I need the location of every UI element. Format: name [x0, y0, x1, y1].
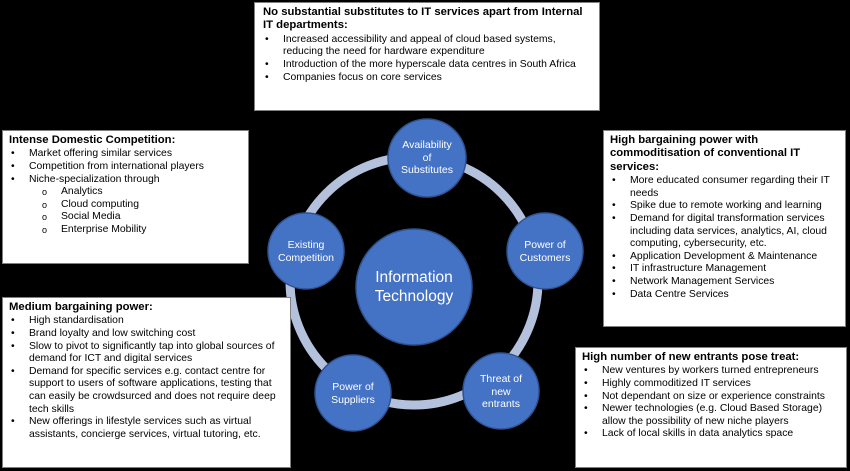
customers-textbox: High bargaining power with commoditisati…	[603, 130, 846, 327]
list-item: Demand for specific services e.g. contac…	[9, 366, 284, 416]
list-item: Niche-specialization through	[9, 174, 242, 187]
new-entrants-title: High number of new entrants pose treat:	[582, 351, 800, 363]
list-item: Social Media	[9, 211, 242, 224]
substitutes-list: Increased accessibility and appeal of cl…	[263, 34, 593, 84]
competition-list: Market offering similar services Competi…	[9, 148, 242, 186]
substitutes-line-1: Availability	[402, 139, 452, 152]
list-item: Demand for digital transformation servic…	[610, 213, 839, 251]
substitutes-label: Availability of Substitutes	[392, 138, 462, 178]
center-circle	[355, 228, 473, 346]
list-item: Data Centre Services	[610, 289, 839, 302]
competition-line-1: Existing	[287, 239, 325, 251]
list-item: Cloud computing	[9, 199, 242, 212]
substitutes-line-2: of	[422, 151, 432, 164]
node-new-entrants	[462, 352, 540, 430]
new-entrants-label: Threat of new entrants	[467, 372, 535, 412]
list-item: More educated consumer regarding their I…	[610, 175, 839, 200]
list-item: Companies focus on core services	[263, 72, 593, 85]
customers-line-2: Customers	[519, 251, 571, 264]
list-item: Lack of local skills in data analytics s…	[582, 428, 840, 441]
competition-textbox: Intense Domestic Competition: Market off…	[2, 130, 249, 264]
list-item: Analytics	[9, 186, 242, 199]
competition-line-2: Competition	[277, 251, 335, 264]
customers-line-1: Power of	[524, 239, 566, 251]
suppliers-line-2: Suppliers	[331, 393, 375, 406]
suppliers-line-1: Power of	[332, 381, 374, 393]
list-item: Slow to pivot to significantly tap into …	[9, 341, 284, 366]
list-item: Brand loyalty and low switching cost	[9, 328, 284, 341]
substitutes-textbox: No substantial substitutes to IT service…	[254, 2, 600, 111]
suppliers-label: Power of Suppliers	[319, 380, 387, 407]
new-entrants-list: New ventures by workers turned entrepren…	[582, 365, 840, 441]
list-item: Market offering similar services	[9, 148, 242, 161]
list-item: Application Development & Maintenance	[610, 251, 839, 264]
node-suppliers	[314, 354, 392, 432]
node-customers	[506, 212, 584, 290]
list-item: Highly commoditized IT services	[582, 378, 840, 391]
list-item: Spike due to remote working and learning	[610, 200, 839, 213]
list-item: High standardisation	[9, 315, 284, 328]
node-substitutes	[387, 118, 467, 198]
list-item: Increased accessibility and appeal of cl…	[263, 34, 593, 59]
new-entrants-line-2: new	[491, 385, 511, 398]
customers-list: More educated consumer regarding their I…	[610, 175, 839, 301]
customers-label: Power of Customers	[511, 238, 579, 265]
new-entrants-line-1: Threat of	[479, 373, 523, 386]
competition-title: Intense Domestic Competition:	[9, 134, 176, 146]
suppliers-textbox: Medium bargaining power: High standardis…	[2, 297, 291, 468]
new-entrants-line-3: entrants	[482, 398, 520, 411]
list-item: New ventures by workers turned entrepren…	[582, 365, 840, 378]
center-label-text: Information Technology	[374, 269, 454, 305]
suppliers-title: Medium bargaining power:	[9, 301, 153, 313]
center-label: Information Technology	[366, 262, 462, 312]
competition-label: Existing Competition	[270, 238, 342, 265]
list-item: Not dependant on size or experience cons…	[582, 391, 840, 404]
list-item: Enterprise Mobility	[9, 224, 242, 237]
list-item: Competition from international players	[9, 161, 242, 174]
substitutes-title: No substantial substitutes to IT service…	[263, 6, 583, 32]
node-competition	[267, 212, 345, 290]
suppliers-list: High standardisation Brand loyalty and l…	[9, 315, 284, 441]
list-item: New offerings in lifestyle services such…	[9, 416, 284, 441]
new-entrants-textbox: High number of new entrants pose treat: …	[575, 347, 847, 468]
list-item: Network Management Services	[610, 276, 839, 289]
competition-sublist: Analytics Cloud computing Social Media E…	[9, 186, 242, 236]
list-item: IT infrastructure Management	[610, 263, 839, 276]
substitutes-line-3: Substitutes	[401, 164, 453, 177]
list-item: Introduction of the more hyperscale data…	[263, 59, 593, 72]
customers-title: High bargaining power with commoditisati…	[610, 134, 801, 173]
list-item: Newer technologies (e.g. Cloud Based Sto…	[582, 403, 840, 428]
